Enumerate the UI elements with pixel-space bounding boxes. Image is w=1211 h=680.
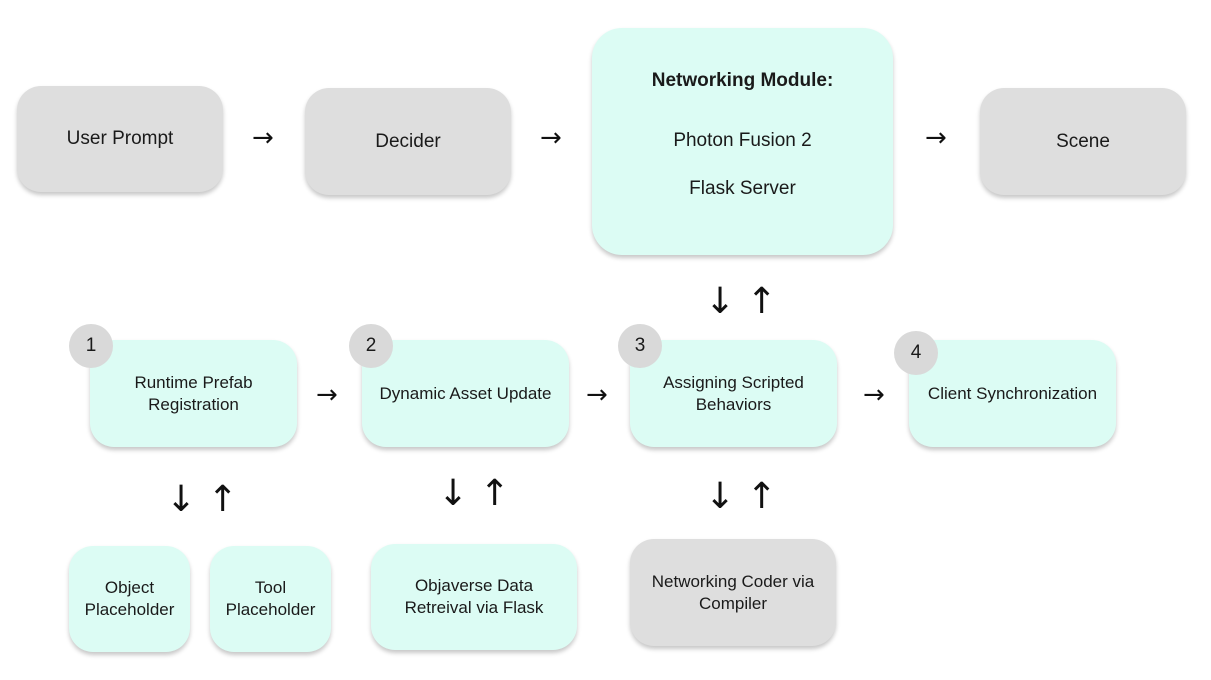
object-placeholder-label: Object Placeholder	[84, 578, 175, 619]
step-1-node: Runtime Prefab Registration	[90, 340, 297, 447]
arrow-networking-to-scene: →	[925, 123, 947, 153]
arrow-step1-to-step2: →	[316, 380, 338, 410]
step-4-badge: 4	[894, 331, 938, 375]
step-2-label: Dynamic Asset Update	[379, 383, 552, 403]
arrow-step2-objaverse-bidirectional: ↓ ↑	[438, 473, 510, 514]
networking-module-node: Networking Module: Photon Fusion 2 Flask…	[592, 28, 893, 255]
tool-placeholder-label: Tool Placeholder	[225, 578, 316, 619]
user-prompt-node: User Prompt	[17, 86, 223, 192]
tool-placeholder-node: Tool Placeholder	[210, 546, 331, 652]
decider-node: Decider	[305, 88, 511, 195]
scene-node: Scene	[980, 88, 1186, 195]
arrow-step3-to-step4: →	[863, 380, 885, 410]
step-4-label: Client Synchronization	[927, 383, 1098, 403]
flask-server-label: Flask Server	[689, 178, 796, 199]
arrow-step1-placeholders-bidirectional: ↓ ↑	[166, 479, 238, 520]
networking-coder-label: Networking Coder via Compiler	[651, 571, 815, 613]
user-prompt-label: User Prompt	[66, 128, 174, 149]
objaverse-label: Objaverse Data Retreival via Flask	[404, 576, 544, 617]
step-2-badge: 2	[349, 324, 393, 368]
networking-coder-node: Networking Coder via Compiler	[630, 539, 836, 646]
step-3-node: Assigning Scripted Behaviors	[630, 340, 837, 447]
arrow-decider-to-networking: →	[540, 123, 562, 153]
step-3-label: Assigning Scripted Behaviors	[663, 372, 804, 414]
arrow-step2-to-step3: →	[586, 380, 608, 410]
arrow-networking-step3-bidirectional: ↓ ↑	[705, 281, 777, 322]
decider-label: Decider	[375, 130, 441, 152]
scene-label: Scene	[1056, 130, 1110, 152]
object-placeholder-node: Object Placeholder	[69, 546, 190, 652]
networking-module-title: Networking Module:	[651, 70, 834, 91]
step-4-node: Client Synchronization	[909, 340, 1116, 447]
arrow-step3-coder-bidirectional: ↓ ↑	[705, 476, 777, 517]
step-1-badge: 1	[69, 324, 113, 368]
arrow-prompt-to-decider: →	[252, 123, 274, 153]
step-1-label: Runtime Prefab Registration	[134, 372, 253, 414]
objaverse-node: Objaverse Data Retreival via Flask	[371, 544, 577, 650]
step-2-node: Dynamic Asset Update	[362, 340, 569, 447]
photon-fusion-label: Photon Fusion 2	[673, 130, 812, 151]
step-3-badge: 3	[618, 324, 662, 368]
